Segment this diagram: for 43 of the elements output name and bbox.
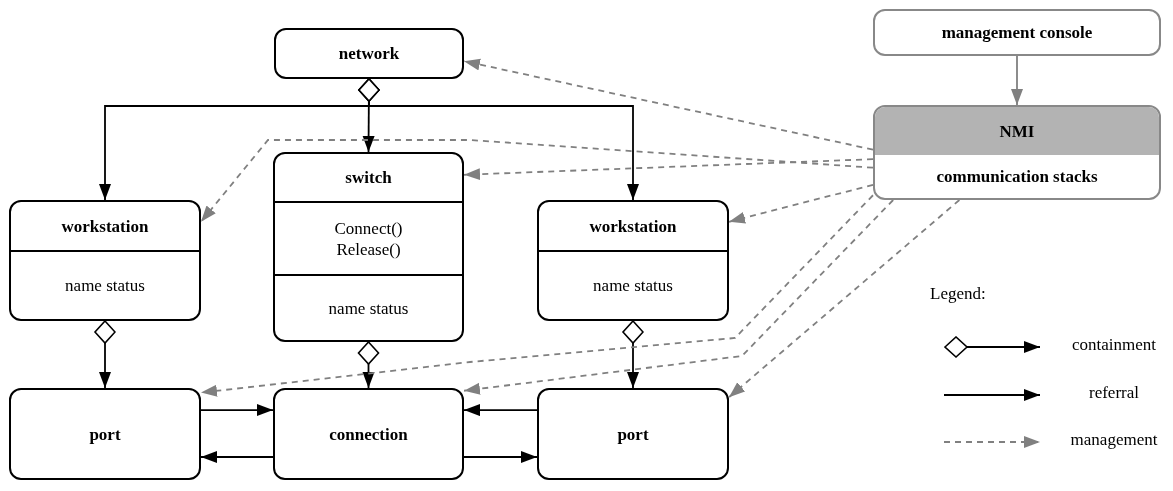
class-box: [537, 200, 729, 321]
class-box: [537, 388, 729, 480]
attribute-list: name status: [593, 275, 673, 296]
containment-arrow: [94, 320, 116, 389]
class-box: [9, 200, 201, 321]
dashed-arrow: [728, 183, 874, 224]
arrow: [1011, 55, 1023, 106]
console-box: [873, 9, 1161, 56]
class-box: [274, 28, 464, 79]
arrow: [200, 404, 274, 417]
class-name: network: [338, 43, 400, 64]
arrow: [200, 451, 274, 463]
class-name: workstation: [589, 215, 677, 237]
containment-arrow: [622, 320, 644, 389]
class-name: switch: [345, 167, 392, 188]
class-name: port: [89, 423, 121, 445]
arrow: [463, 451, 538, 463]
dashed-arrow: [200, 139, 874, 223]
dashed-arrow: [200, 194, 874, 397]
containment-arrow: [358, 78, 639, 201]
legend-text: containment: [1071, 335, 1157, 355]
legend-title: Legend:: [930, 284, 986, 304]
class-name: port: [617, 423, 649, 445]
dashed-arrow: [463, 199, 895, 395]
class-box: [273, 152, 464, 342]
dashed-arrow: [728, 199, 961, 399]
class-box: [9, 388, 201, 480]
arrow: [463, 404, 538, 417]
class-box: [273, 388, 464, 480]
console-name: management console: [941, 22, 1093, 43]
interface-detail: communication stacks: [936, 166, 1098, 187]
legend-text: management: [1069, 430, 1159, 450]
attribute-list: name status: [65, 275, 145, 296]
containment-arrow: [357, 341, 380, 389]
dashed-arrow: [463, 158, 874, 181]
dashed-arrow: [463, 58, 874, 151]
class-name: workstation: [61, 215, 149, 237]
attribute-list: name status: [328, 297, 409, 319]
interface-name: NMI: [999, 120, 1035, 142]
legend-text: referral: [1088, 383, 1140, 403]
interface-box: [873, 105, 1161, 200]
method-list: Connect() Release(): [323, 217, 414, 260]
class-name: connection: [329, 423, 408, 445]
